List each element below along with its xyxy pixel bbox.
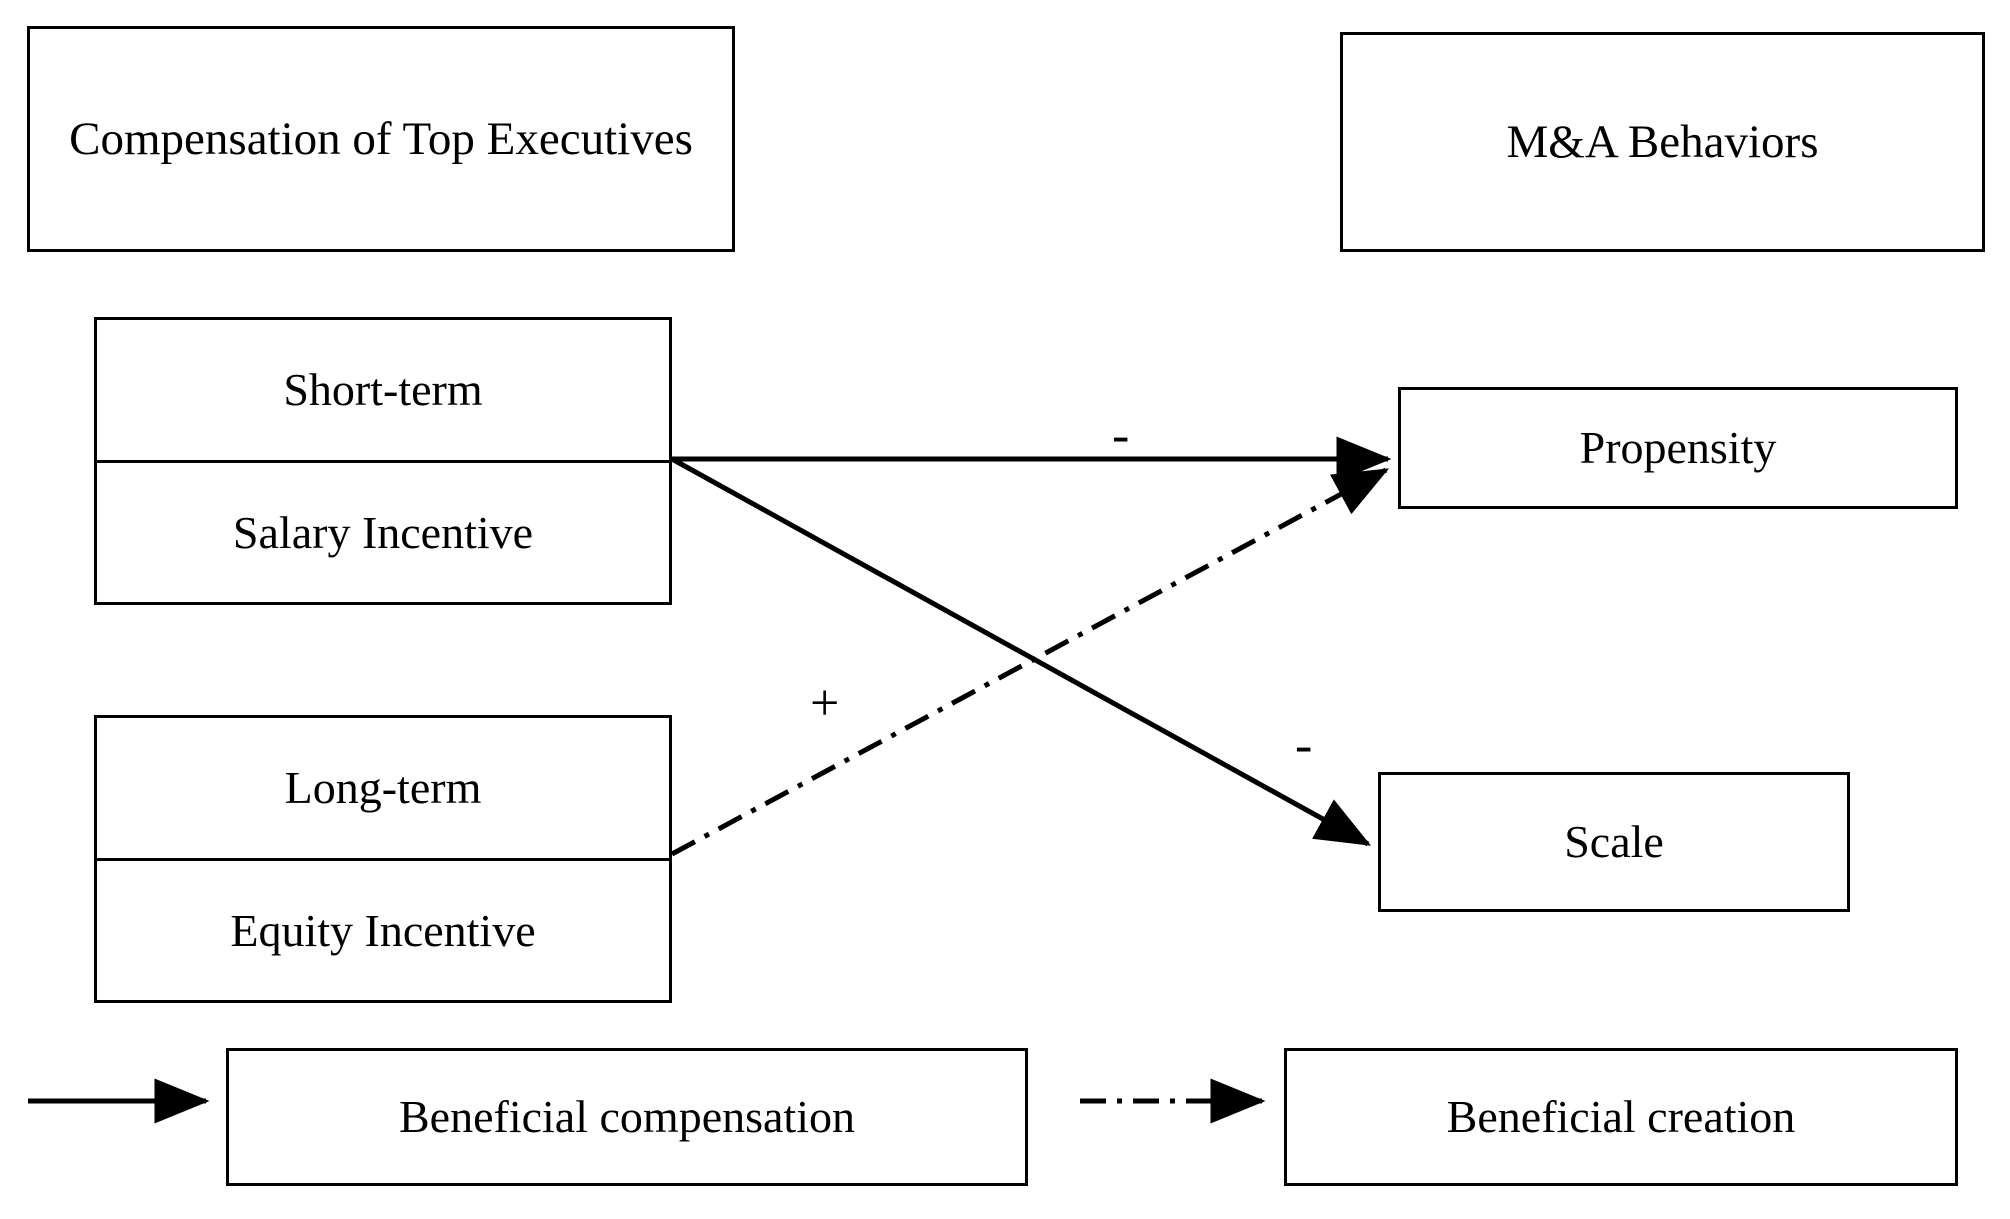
legend-beneficial-compensation-label: Beneficial compensation (398, 1091, 855, 1143)
arrow-short-term-to-scale (670, 456, 1372, 847)
node-propensity[interactable]: Propensity (1398, 387, 1958, 509)
node-ma-behaviors-label: M&A Behaviors (1506, 115, 1819, 168)
sign-long-term-to-propensity: + (810, 675, 840, 732)
arrow-long-term-to-propensity (670, 467, 1390, 857)
sign-short-term-to-scale: - (1295, 717, 1313, 774)
sign-short-term-to-propensity: - (1112, 407, 1130, 464)
legend-item-beneficial-compensation[interactable]: Beneficial compensation (226, 1048, 1028, 1186)
node-equity-incentive-label: Equity Incentive (230, 904, 536, 956)
node-long-term-label: Long-term (97, 718, 669, 861)
legend-item-beneficial-creation[interactable]: Beneficial creation (1284, 1048, 1958, 1186)
node-short-term-label: Short-term (97, 320, 669, 463)
node-short-term-salary-incentive[interactable]: Short-term Salary Incentive (94, 317, 672, 605)
node-scale[interactable]: Scale (1378, 772, 1850, 912)
node-compensation-of-top-executives[interactable]: Compensation of Top Executives (27, 26, 735, 252)
node-propensity-label: Propensity (1579, 422, 1777, 474)
node-compensation-label: Compensation of Top Executives (69, 112, 693, 165)
node-salary-incentive-label: Salary Incentive (232, 506, 534, 558)
node-long-term-equity-incentive[interactable]: Long-term Equity Incentive (94, 715, 672, 1003)
node-scale-label: Scale (1564, 816, 1664, 868)
legend-beneficial-creation-label: Beneficial creation (1446, 1091, 1796, 1143)
node-ma-behaviors[interactable]: M&A Behaviors (1340, 32, 1985, 252)
